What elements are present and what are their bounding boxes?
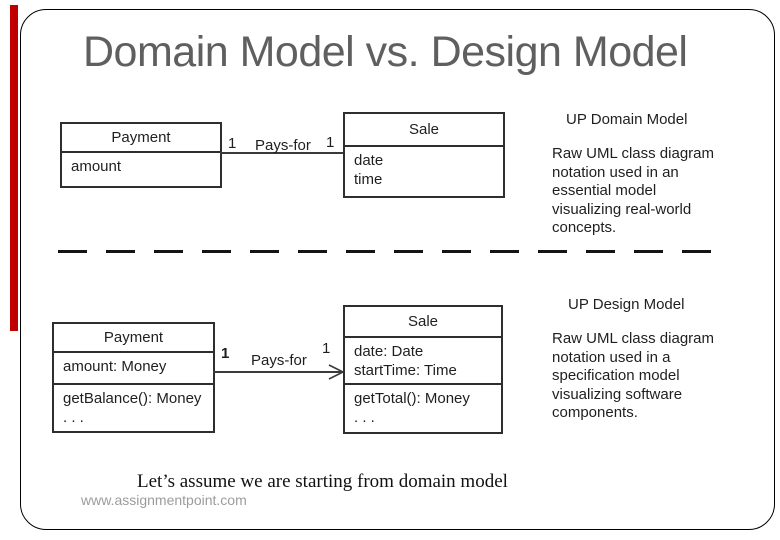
- class-name: Sale: [345, 114, 503, 147]
- domain-association-line: [220, 152, 343, 154]
- association-name: Pays-for: [255, 137, 311, 154]
- class-operation: getTotal(): Money: [354, 390, 470, 407]
- multiplicity-left: 1: [221, 345, 230, 362]
- domain-payment-class: Payment amount: [60, 122, 222, 188]
- watermark-text: www.assignmentpoint.com: [81, 492, 247, 508]
- class-operations: getBalance(): Money . . .: [54, 385, 213, 431]
- class-attribute: amount: [71, 158, 122, 175]
- slide-title: Domain Model vs. Design Model: [83, 28, 688, 76]
- class-attribute: date: [354, 152, 384, 169]
- association-name: Pays-for: [251, 352, 307, 369]
- multiplicity-left: 1: [228, 135, 237, 152]
- class-attributes: date time: [345, 147, 503, 196]
- design-model-heading: UP Design Model: [568, 296, 685, 313]
- domain-model-heading: UP Domain Model: [566, 111, 688, 128]
- class-name: Payment: [54, 324, 213, 353]
- class-operation: getBalance(): Money: [63, 390, 202, 407]
- class-name: Sale: [345, 307, 501, 338]
- domain-sale-class: Sale date time: [343, 112, 505, 198]
- class-operation: . . .: [63, 409, 84, 426]
- class-name: Payment: [62, 124, 220, 153]
- multiplicity-right: 1: [322, 340, 331, 357]
- slide-border: [20, 9, 775, 530]
- class-attribute: amount: Money: [54, 353, 213, 385]
- domain-model-description: Raw UML class diagram notation used in a…: [552, 145, 714, 236]
- class-attributes: date: Date startTime: Time: [345, 338, 501, 385]
- design-association-line: [213, 371, 343, 373]
- class-attribute: date: Date: [354, 343, 424, 360]
- section-divider-dashed-line: [58, 250, 722, 253]
- design-payment-class: Payment amount: Money getBalance(): Mone…: [52, 322, 215, 433]
- class-attribute: time: [354, 171, 383, 188]
- class-operations: getTotal(): Money . . .: [345, 385, 501, 432]
- class-operation: . . .: [354, 409, 375, 426]
- slide-caption: Let’s assume we are starting from domain…: [137, 471, 508, 492]
- red-accent-bar: [10, 5, 18, 331]
- design-model-description: Raw UML class diagram notation used in a…: [552, 330, 714, 421]
- class-attribute: startTime: Time: [354, 362, 457, 379]
- design-sale-class: Sale date: Date startTime: Time getTotal…: [343, 305, 503, 434]
- multiplicity-right: 1: [326, 134, 335, 151]
